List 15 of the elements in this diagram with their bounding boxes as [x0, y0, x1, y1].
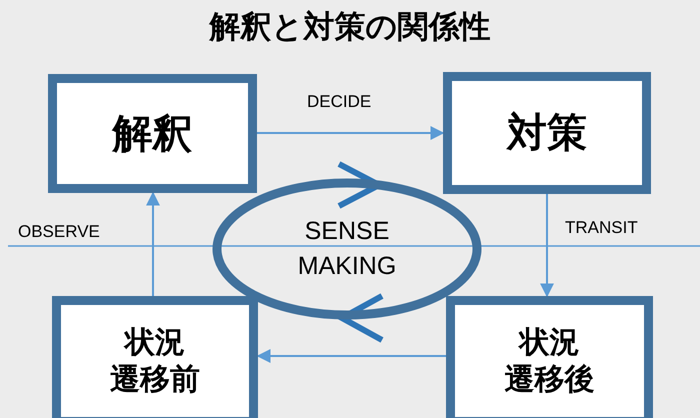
node-text: 対策: [507, 110, 587, 156]
process-box: [52, 296, 258, 418]
arrow: [257, 126, 444, 140]
arrow: [256, 349, 446, 363]
node-text: 状況遷移前: [110, 324, 200, 398]
arrow: [146, 192, 160, 296]
node-text: 解釈: [112, 110, 192, 156]
cycle-ellipse: [212, 178, 482, 320]
process-box: [446, 296, 653, 418]
node-text: 状況遷移後: [504, 324, 594, 398]
title: 解釈と対策の関係性: [208, 8, 492, 47]
arrow: [540, 194, 554, 298]
node-text: SENSE MAKING: [296, 216, 398, 282]
process-box: [48, 74, 257, 193]
process-box: [443, 72, 651, 194]
